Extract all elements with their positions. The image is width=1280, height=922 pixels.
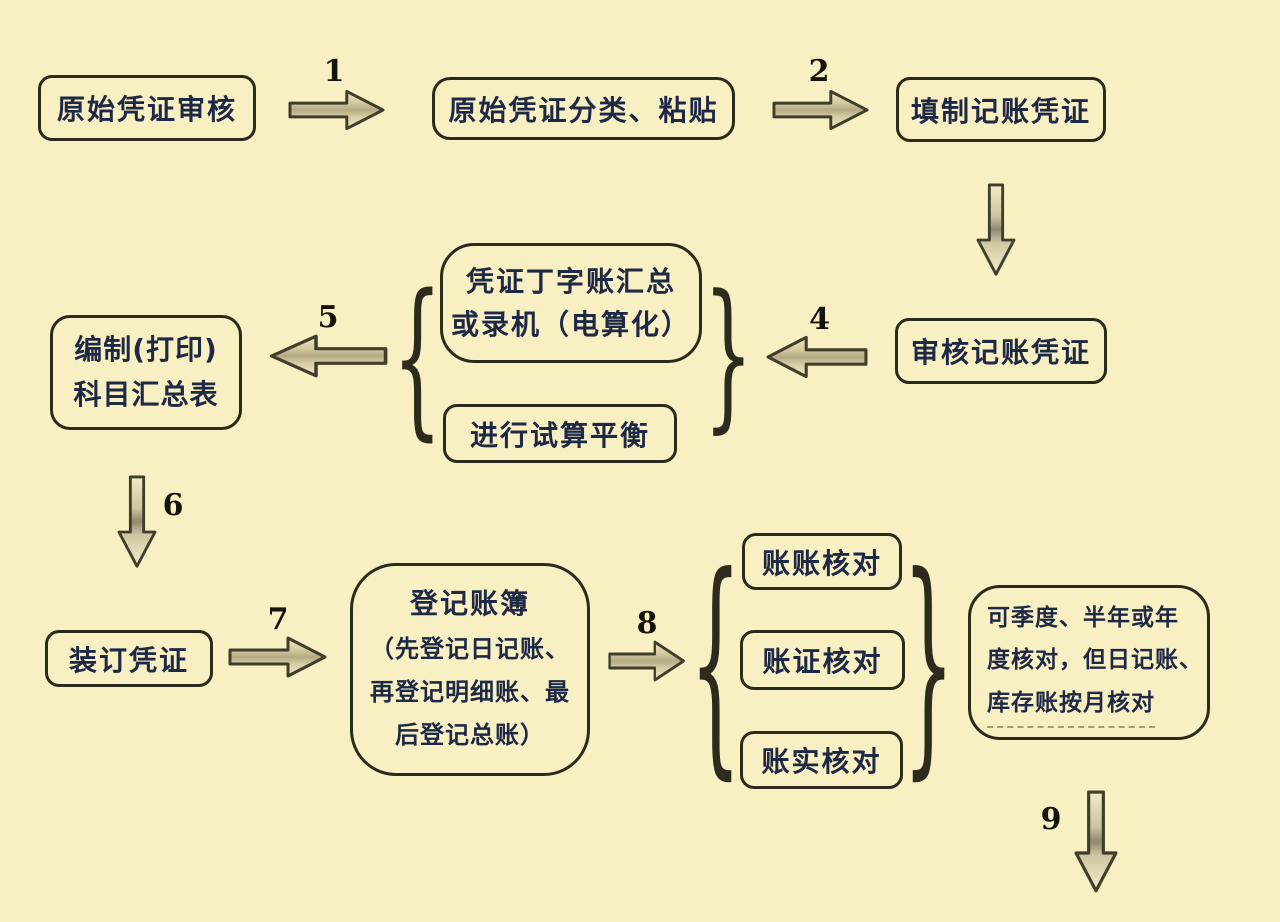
node-label: 装订凭证 — [68, 643, 189, 677]
node-label-line3: 后登记总账） — [395, 721, 545, 750]
node-label: 填制记账凭证 — [910, 94, 1091, 128]
node-label-line2: 科目汇总表 — [73, 377, 219, 411]
arrow-5-left-icon — [268, 330, 388, 382]
arrow-8-right-icon — [608, 636, 686, 686]
node-label: 账实核对 — [761, 745, 882, 778]
arrow-1-label: 1 — [323, 54, 345, 89]
brace-right-icon: } — [903, 525, 955, 801]
note-line2: 度核对，但日记账、 — [987, 647, 1203, 674]
node-original-voucher-sort: 原始凭证分类、粘贴 — [432, 77, 735, 140]
node-review-voucher: 审核记账凭证 — [895, 318, 1107, 384]
node-label: 审核记账凭证 — [910, 336, 1091, 369]
arrow-3-down-icon — [972, 183, 1020, 278]
note-line3: 库存账按月核对 — [987, 682, 1155, 729]
node-trial-balance: 进行试算平衡 — [443, 404, 677, 463]
arrow-6-label: 6 — [162, 488, 184, 523]
node-label-line2: 再登记明细账、最 — [370, 678, 570, 707]
brace-left-icon: { — [392, 258, 442, 457]
node-t-account-summary: 凭证丁字账汇总 或录机（电算化） — [440, 243, 702, 363]
node-label: 账账核对 — [761, 546, 882, 580]
node-label-line1: 凭证丁字账汇总 — [465, 264, 676, 298]
node-label-line1: 编制(打印) — [74, 332, 218, 366]
arrow-7-right-icon — [228, 632, 328, 682]
node-label: 原始凭证分类、粘贴 — [448, 93, 719, 127]
arrow-6-down-icon — [112, 475, 162, 570]
arrow-8-label: 8 — [636, 606, 658, 641]
brace-right-icon: } — [703, 260, 753, 449]
node-label: 账证核对 — [762, 645, 883, 678]
node-check-account-reality: 账实核对 — [740, 731, 903, 789]
node-title: 登记账簿 — [409, 587, 530, 620]
arrow-9-down-icon — [1068, 790, 1124, 895]
node-label: 进行试算平衡 — [469, 418, 650, 452]
node-prepare-summary-table: 编制(打印) 科目汇总表 — [50, 315, 242, 430]
arrow-4-left-icon — [765, 331, 868, 383]
arrow-1-right-icon — [288, 84, 386, 136]
arrow-2-right-icon — [772, 84, 870, 136]
arrow-2-label: 2 — [808, 54, 830, 89]
arrow-5-label: 5 — [317, 300, 339, 335]
brace-left-icon: { — [690, 525, 742, 801]
node-bind-voucher: 装订凭证 — [45, 630, 213, 687]
node-check-account-voucher: 账证核对 — [740, 630, 905, 690]
arrow-4-label: 4 — [809, 302, 830, 337]
note-line1: 可季度、半年或年 — [987, 604, 1179, 631]
node-label-line2: 或录机（电算化） — [450, 308, 691, 341]
node-fill-voucher: 填制记账凭证 — [896, 77, 1106, 142]
node-original-voucher-review: 原始凭证审核 — [38, 75, 256, 141]
node-check-frequency-note: 可季度、半年或年 度核对，但日记账、 库存账按月核对 — [968, 585, 1210, 740]
node-label-line1: （先登记日记账、 — [370, 635, 570, 663]
node-label: 原始凭证审核 — [56, 93, 237, 126]
node-check-account-account: 账账核对 — [742, 533, 902, 590]
node-register-books: 登记账簿 （先登记日记账、 再登记明细账、最 后登记总账） — [350, 563, 590, 776]
arrow-7-label: 7 — [267, 602, 289, 637]
arrow-9-label: 9 — [1040, 802, 1062, 837]
